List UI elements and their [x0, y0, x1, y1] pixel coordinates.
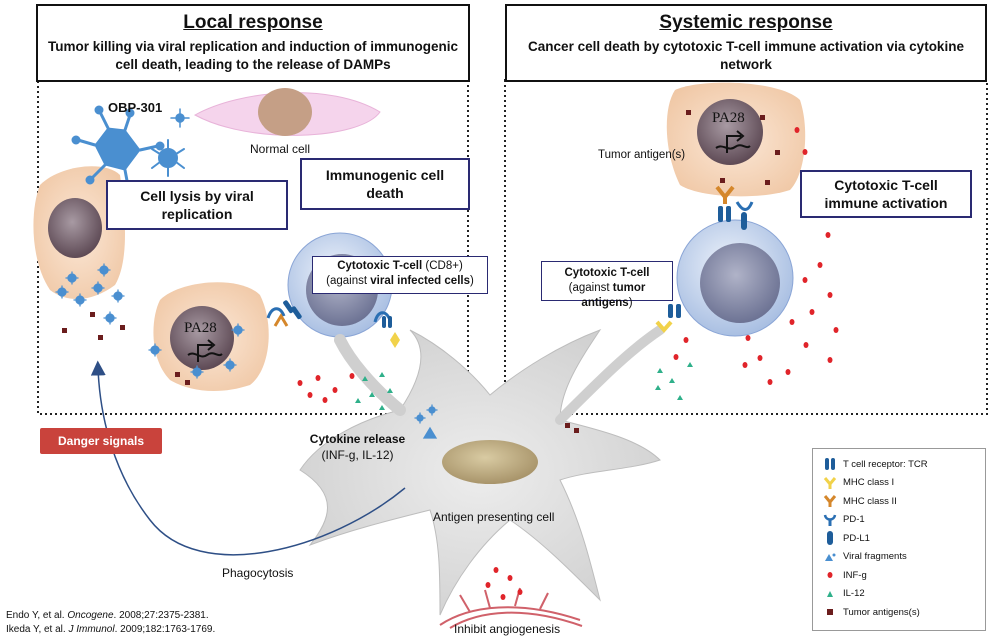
legend-label: PD-1: [843, 514, 865, 526]
legend-label: INF-g: [843, 569, 867, 581]
il12-markers: [355, 362, 693, 410]
obp301-label: OBP-301: [108, 100, 163, 115]
tumor-antigens-label: Tumor antigen(s): [598, 149, 686, 161]
local-receptor-complex: [266, 300, 400, 348]
tcr-icon: [817, 456, 843, 472]
legend-label: IL-12: [843, 588, 865, 600]
local-tcell-cd8: (CD8+): [422, 260, 463, 272]
danger-signals-banner: Danger signals: [40, 428, 162, 454]
pdl1-icon: [817, 530, 843, 546]
legend-label: PD-L1: [843, 532, 870, 544]
systemic-tumor-cell-icon: [666, 82, 806, 197]
pa28-label-local: PA28: [184, 320, 217, 336]
local-response-header: Local response Tumor killing via viral r…: [36, 4, 470, 82]
pa28-label-systemic: PA28: [712, 110, 745, 126]
reference-2: Ikeda Y, et al. J Immunol. 2009;182:1763…: [6, 624, 215, 635]
ref1-journal: Oncogene: [67, 610, 114, 621]
legend-item-tumor-antigen: Tumor antigens(s): [817, 603, 981, 622]
systemic-receptor-complex: [655, 185, 754, 334]
phagocytosis-arrow: [90, 360, 406, 556]
legend-item-il12: IL-12: [817, 585, 981, 604]
normal-cell-icon: [193, 88, 381, 136]
local-response-subtitle: Tumor killing via viral replication and …: [47, 39, 459, 72]
mhc-class-ii-icon: [817, 494, 843, 508]
tumor-antigen-icon: [817, 607, 843, 617]
reference-1: Endo Y, et al. Oncogene. 2008;27:2375-23…: [6, 610, 209, 621]
antigen-presenting-cell-icon: [299, 325, 665, 616]
legend-item-mhc-class-ii: MHC class II: [817, 492, 981, 511]
systemic-tcell-title: Cytotoxic T-cell: [564, 267, 650, 279]
legend: T cell receptor: TCR MHC class I MHC cla…: [812, 448, 986, 631]
viral-fragments-cluster: [55, 263, 438, 439]
normal-cell-label: Normal cell: [250, 142, 311, 156]
blood-vessel-icon: [439, 587, 583, 629]
cytokine-release-label: Cytokine release (INF-g, IL-12): [305, 431, 410, 463]
pa28-promoter-systemic: [715, 130, 751, 153]
systemic-tcell-icon: [676, 219, 794, 337]
cell-lysis-box: Cell lysis by viral replication: [106, 180, 288, 230]
tumor-antigen-markers: [62, 110, 780, 433]
angiogenesis-label: Inhibit angiogenesis: [454, 622, 561, 636]
ref2-authors: Ikeda Y, et al.: [6, 624, 69, 635]
viral-fragments-icon: [817, 551, 843, 563]
legend-item-tcr: T cell receptor: TCR: [817, 455, 981, 474]
local-tcell-target: viral infected cells: [370, 275, 470, 287]
cti-activation-box: Cytotoxic T-cell immune activation: [800, 170, 972, 218]
systemic-response-title: Systemic response: [659, 12, 833, 33]
cytokine-release-title: Cytokine release: [309, 432, 406, 446]
virus-medium-icon: [151, 139, 185, 177]
inf-g-icon: [817, 570, 843, 580]
local-tcell-title: Cytotoxic T-cell: [337, 260, 423, 272]
phagocytosis-label: Phagocytosis: [222, 566, 294, 580]
legend-label: MHC class I: [843, 477, 895, 489]
systemic-tcell-close: ): [628, 297, 633, 309]
legend-item-mhc-class-i: MHC class I: [817, 474, 981, 493]
systemic-tcell-box: Cytotoxic T-cell (against tumor antigens…: [541, 261, 673, 309]
legend-item-viral-fragments: Viral fragments: [817, 548, 981, 567]
virus-small-icon: [170, 108, 190, 128]
ref1-rest: . 2008;27:2375-2381.: [113, 610, 209, 621]
legend-label: Tumor antigens(s): [843, 606, 920, 618]
local-tcell-close: ): [469, 275, 474, 287]
systemic-response-header: Systemic response Cancer cell death by c…: [505, 4, 987, 82]
obp301-virus-icon: [71, 105, 165, 193]
legend-item-pd1: PD-1: [817, 511, 981, 530]
pd1-icon: [817, 513, 843, 527]
legend-label: T cell receptor: TCR: [843, 458, 928, 470]
immunogenic-cell-death-box: Immunogenic cell death: [300, 158, 470, 210]
local-response-title: Local response: [183, 12, 323, 33]
systemic-tcell-against: (against: [568, 282, 613, 294]
legend-label: MHC class II: [843, 495, 897, 507]
apc-label: Antigen presenting cell: [433, 510, 555, 524]
systemic-response-subtitle: Cancer cell death by cytotoxic T-cell im…: [528, 39, 964, 72]
legend-label: Viral fragments: [843, 551, 907, 563]
local-tcell-box: Cytotoxic T-cell (CD8+) (against viral i…: [312, 256, 488, 294]
inf-g-markers: [297, 127, 839, 600]
legend-item-pdl1: PD-L1: [817, 529, 981, 548]
ref2-journal: J Immunol: [68, 624, 115, 635]
local-tcell-against: (against: [326, 275, 371, 287]
mhc-class-i-icon: [817, 476, 843, 490]
ref1-authors: Endo Y, et al.: [6, 610, 68, 621]
il12-icon: [817, 589, 843, 599]
legend-item-inf-g: INF-g: [817, 566, 981, 585]
cytokine-release-list: (INF-g, IL-12): [321, 448, 394, 462]
pa28-promoter-local: [187, 339, 223, 362]
ref2-rest: . 2009;182:1763-1769.: [114, 624, 216, 635]
systemic-tcell-target: tumor antigens: [581, 282, 646, 309]
